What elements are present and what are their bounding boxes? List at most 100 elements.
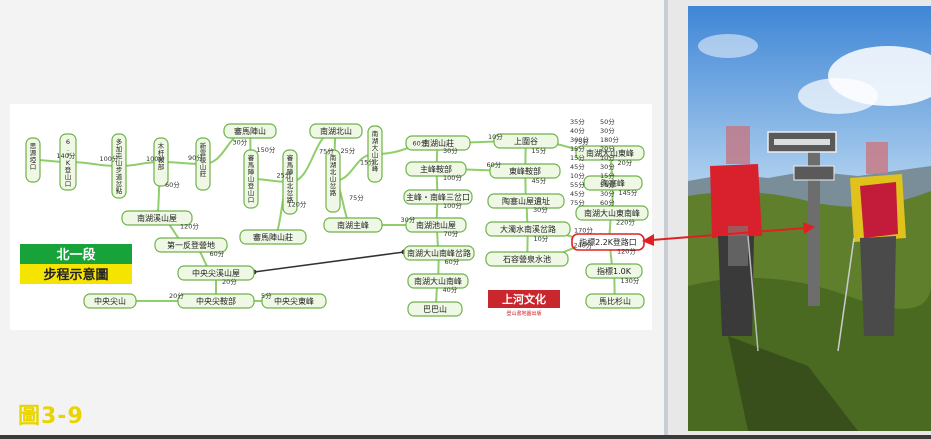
node-label: 南湖大山東南峰 (584, 208, 640, 218)
node-east-saddle (489, 163, 561, 179)
node-mountain (111, 133, 127, 199)
edge-time-label: 30分 (600, 126, 615, 135)
diagram-title-2: 步程示意圖 (43, 267, 108, 283)
edge-time-label: 220分 (616, 218, 635, 227)
edge-time-label: 10分 (600, 153, 615, 162)
edge-time-label: 300分 (570, 135, 589, 144)
long-route-line (253, 251, 405, 273)
edge-time-label: 30分 (533, 205, 548, 214)
node-label: 中央尖山 (94, 296, 126, 306)
node-nh-stream-hut (121, 210, 193, 226)
edge-time-label: 60分 (445, 257, 460, 266)
bottom-bar (0, 435, 931, 439)
node-label: 南湖大山南峰岔路 (407, 248, 471, 258)
node-label: 審馬陣山 (234, 126, 266, 136)
edge-time-label: 100分 (443, 201, 462, 210)
node-nh-north (309, 123, 363, 139)
edge-time-label: 55分 (600, 180, 615, 189)
edge-time-label: 10分 (534, 234, 549, 243)
node-zy-saddle (177, 293, 255, 309)
node-shenma-north (282, 149, 298, 215)
node-label: 東峰鞍部 (509, 166, 541, 176)
node-xinyun (195, 137, 211, 191)
edge-time-label: 140分 (57, 151, 76, 160)
node-label: 南湖大山南峰 (414, 276, 462, 286)
publisher-logo-subtext: 登山書地圖出版 (506, 310, 541, 317)
edge-time-label: 20分 (618, 158, 633, 167)
node-label: 木杆鞍部 (158, 141, 165, 171)
pointer-arrow (642, 222, 815, 246)
edge-time-label: 75分 (319, 147, 334, 156)
node-label: 上圍谷 (514, 137, 538, 146)
node-nh-south (407, 273, 469, 289)
node-nh-east (575, 145, 645, 161)
publisher-logo-text: 上河文化 (502, 292, 546, 306)
node-muqian (153, 137, 169, 187)
node-67k (59, 133, 77, 191)
node-label: 新雲稜山莊 (200, 141, 207, 178)
node-nh-dana-fork (403, 245, 475, 261)
edge-time-label: 10分 (570, 171, 585, 180)
edge-time-label: 30分 (401, 215, 416, 224)
node-label: 多加屯山步道岔點 (116, 137, 123, 195)
edge-time-label: 170分 (574, 226, 593, 235)
node-nh-ese (575, 205, 649, 221)
node-label: 南湖山莊 (422, 138, 454, 148)
pane-divider[interactable] (664, 0, 668, 439)
edge-time-label: 55分 (570, 180, 585, 189)
edge-time-label: 180分 (600, 135, 619, 144)
node-main-fork (403, 189, 473, 205)
node-shiyao (485, 251, 569, 267)
edge-time-label: 5分 (261, 291, 272, 300)
node-camp1 (154, 237, 228, 253)
node-label: 南湖北山岔路 (330, 153, 337, 197)
node-zy-hut (177, 265, 255, 281)
node-shangguan (493, 133, 559, 149)
edge-time-label: 40分 (570, 126, 585, 135)
edge-time-label: 15分 (360, 158, 375, 167)
title-box-yellow (20, 264, 132, 284)
node-baba (407, 301, 463, 317)
node-mabi (585, 293, 645, 309)
edge-time-label: 40分 (443, 285, 458, 294)
node-label: 指標2.2K登路口 (579, 237, 636, 247)
node-nh-pool-hut (405, 217, 467, 233)
node-label: 中央尖東峰 (274, 296, 314, 306)
node-entrance (25, 137, 41, 183)
edge-time-label: 150分 (257, 145, 276, 154)
edge-time-label: 25分 (277, 171, 292, 180)
node-zy (83, 293, 137, 309)
edge-time-label: 20分 (600, 144, 615, 153)
node-label: 大濁水南溪岔路 (500, 224, 556, 234)
node-label: 審馬陣山北岔路 (287, 153, 294, 204)
edge-time-label: 30分 (600, 162, 615, 171)
edge-time-label: 45分 (532, 176, 547, 185)
edge-time-label: 25分 (341, 146, 356, 155)
node-label: 中央尖鞍部 (196, 296, 236, 306)
node-label: 指標1.0K (597, 266, 632, 276)
node-nh-cliff-hut (405, 135, 471, 151)
node-sign1 (585, 263, 643, 279)
edge-time-label: 60分 (600, 198, 615, 207)
edge-time-label: 145分 (619, 188, 638, 197)
node-label: 南湖北山 (320, 126, 352, 136)
figure-caption: 圖3-9 (18, 404, 84, 429)
node-label: 陶塞山屋遺址 (502, 196, 550, 206)
node-label: 審馬陣山登山口 (248, 153, 255, 204)
node-shenma-fork (243, 149, 259, 209)
edge-time-label: 60分 (165, 180, 180, 189)
edge-time-label: 15分 (570, 153, 585, 162)
node-label: 南湖主峰 (337, 220, 369, 230)
edge-time-label: 30分 (600, 189, 615, 198)
edge-time-label: 100分 (146, 154, 165, 163)
diagram-title-1: 北一段 (56, 247, 95, 263)
edge-time-label: 45分 (570, 189, 585, 198)
edge-time-label: 45分 (570, 162, 585, 171)
node-label: 思源埡口 (30, 142, 37, 171)
edge-time-label: 100分 (100, 154, 119, 163)
edge-time-label: 75分 (570, 198, 585, 207)
edge-time-label: 60分 (413, 139, 428, 148)
